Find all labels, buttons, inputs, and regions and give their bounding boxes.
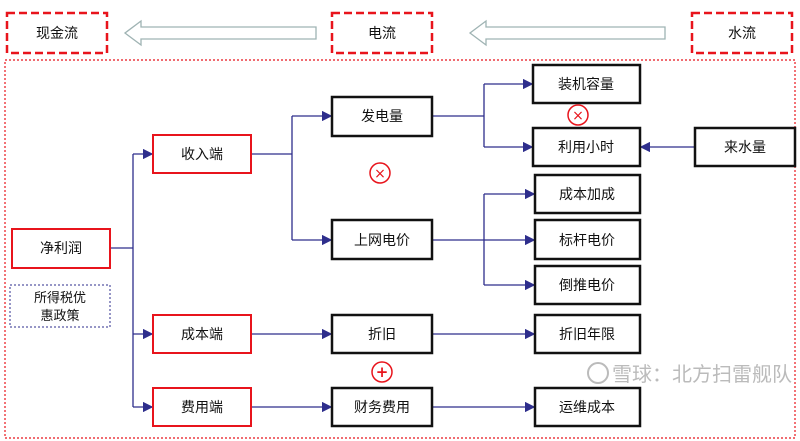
generation-box: 发电量 <box>330 95 434 138</box>
multiply-symbol: × <box>374 166 386 182</box>
water-inflow-box: 来水量 <box>693 126 797 168</box>
cost-box: 成本端 <box>152 314 252 354</box>
cost-plus-label: 成本加成 <box>559 187 615 203</box>
revenue-box: 收入端 <box>152 134 252 174</box>
generation-label: 发电量 <box>361 109 403 125</box>
expense-box: 费用端 <box>152 387 252 427</box>
grid-price-label: 上网电价 <box>354 233 410 249</box>
benchmark-price-box: 标杆电价 <box>533 218 642 261</box>
multiply-symbol: × <box>572 108 584 124</box>
finance-cost-box: 财务费用 <box>330 386 434 428</box>
watermark-text: 雪球：北方扫雷舰队 <box>612 362 792 386</box>
water-inflow-label: 来水量 <box>724 140 766 156</box>
current-flow-box: 电流 <box>330 11 434 55</box>
net-profit-label: 净利润 <box>40 241 82 257</box>
current-flow-label: 电流 <box>368 26 396 42</box>
connectors <box>110 78 695 413</box>
reverse-price-label: 倒推电价 <box>559 278 615 294</box>
cost-plus-box: 成本加成 <box>533 173 642 215</box>
finance-cost-label: 财务费用 <box>354 400 410 416</box>
water-flow-box: 水流 <box>690 11 794 55</box>
plus-icon: + <box>371 361 393 383</box>
installed-capacity-label: 装机容量 <box>558 76 614 93</box>
utilization-hours-box: 利用小时 <box>531 126 642 168</box>
tax-policy-label-2: 惠政策 <box>40 308 79 324</box>
grid-price-box: 上网电价 <box>330 218 434 261</box>
plus-symbol: + <box>376 363 389 381</box>
depreciation-box: 折旧 <box>330 313 434 355</box>
reverse-price-box: 倒推电价 <box>533 264 642 306</box>
multiply-icon: × <box>369 162 391 184</box>
installed-capacity-box: 装机容量 <box>531 63 642 105</box>
tax-policy-box: 所得税优 惠政策 <box>9 284 111 328</box>
cash-flow-label: 现金流 <box>36 26 78 42</box>
net-profit-box: 净利润 <box>11 228 111 269</box>
revenue-label: 收入端 <box>181 147 223 163</box>
tax-policy-label-1: 所得税优 <box>34 290 86 306</box>
depreciation-years-label: 折旧年限 <box>559 327 615 343</box>
utilization-hours-label: 利用小时 <box>558 140 614 156</box>
hollow-arrow-left-icon <box>123 19 317 47</box>
depreciation-years-box: 折旧年限 <box>533 313 642 355</box>
cash-flow-box: 现金流 <box>5 11 109 55</box>
om-cost-box: 运维成本 <box>533 386 642 428</box>
benchmark-price-label: 标杆电价 <box>559 233 615 249</box>
watermark: 雪球：北方扫雷舰队 <box>587 362 792 386</box>
multiply-icon: × <box>567 104 589 126</box>
depreciation-label: 折旧 <box>368 327 396 343</box>
water-flow-label: 水流 <box>728 26 756 42</box>
hollow-arrow-left-icon <box>468 19 666 47</box>
cost-label: 成本端 <box>181 327 223 343</box>
expense-label: 费用端 <box>181 400 223 416</box>
om-cost-label: 运维成本 <box>559 400 615 416</box>
